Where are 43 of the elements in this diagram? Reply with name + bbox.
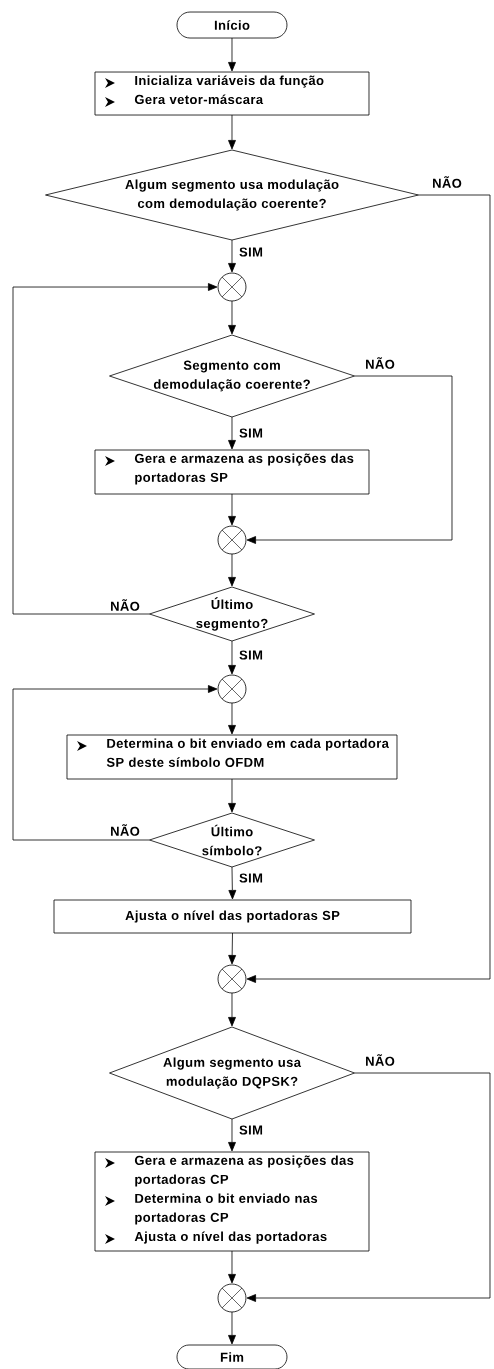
- edge-label: SIM: [238, 872, 264, 884]
- process-box: Gera e armazena as posições das portadoras SP: [94, 449, 370, 495]
- arrow: [228, 866, 237, 900]
- arrow: [246, 375, 453, 544]
- edge-label: SIM: [238, 1124, 264, 1136]
- junction-circle: [217, 272, 247, 302]
- arrow: [228, 114, 236, 150]
- arrow: [228, 1118, 236, 1152]
- edge-label: SIM: [238, 649, 264, 661]
- arrow: [228, 416, 236, 450]
- arrow: [12, 283, 218, 615]
- terminator: Início: [176, 11, 288, 39]
- process-box: Gera e armazena as posições das portadoras CP Determina o bit enviado nas portadoras CP Ajusta o nível das portadoras: [94, 1151, 370, 1252]
- arrow: [228, 778, 236, 813]
- arrow: [246, 194, 491, 983]
- process-box: Inicializa variáveis da função Gera vetor-máscara: [94, 71, 370, 116]
- junction-circle: [217, 964, 247, 994]
- arrow: [228, 300, 236, 335]
- edge-label: NÃO: [364, 356, 396, 370]
- edge-label: NÃO: [364, 1053, 396, 1067]
- arrow: [228, 493, 236, 526]
- edge-label: SIM: [238, 246, 264, 258]
- arrow: [246, 1072, 491, 1302]
- process-box: Ajusta o nível das portadoras SP: [53, 899, 412, 934]
- junction-circle: [217, 674, 247, 704]
- process-box: Determina o bit enviado em cada portadora SP deste símbolo OFDM: [66, 734, 398, 780]
- arrow: [228, 1250, 236, 1284]
- arrow: [228, 640, 236, 675]
- arrow: [228, 553, 236, 587]
- edge-label: NÃO: [109, 598, 141, 612]
- arrow: [228, 1311, 236, 1345]
- junction-circle: [217, 525, 247, 555]
- edge-label: NÃO: [109, 823, 141, 837]
- terminator: Fim: [176, 1344, 288, 1369]
- arrow: [228, 239, 236, 273]
- junction-circle: [217, 1283, 247, 1313]
- arrow: [228, 932, 237, 965]
- arrow: [228, 992, 236, 1027]
- arrow: [228, 702, 236, 735]
- arrow: [228, 37, 236, 72]
- edge-label: SIM: [238, 427, 264, 439]
- edge-label: NÃO: [431, 175, 463, 189]
- arrow: [12, 685, 218, 841]
